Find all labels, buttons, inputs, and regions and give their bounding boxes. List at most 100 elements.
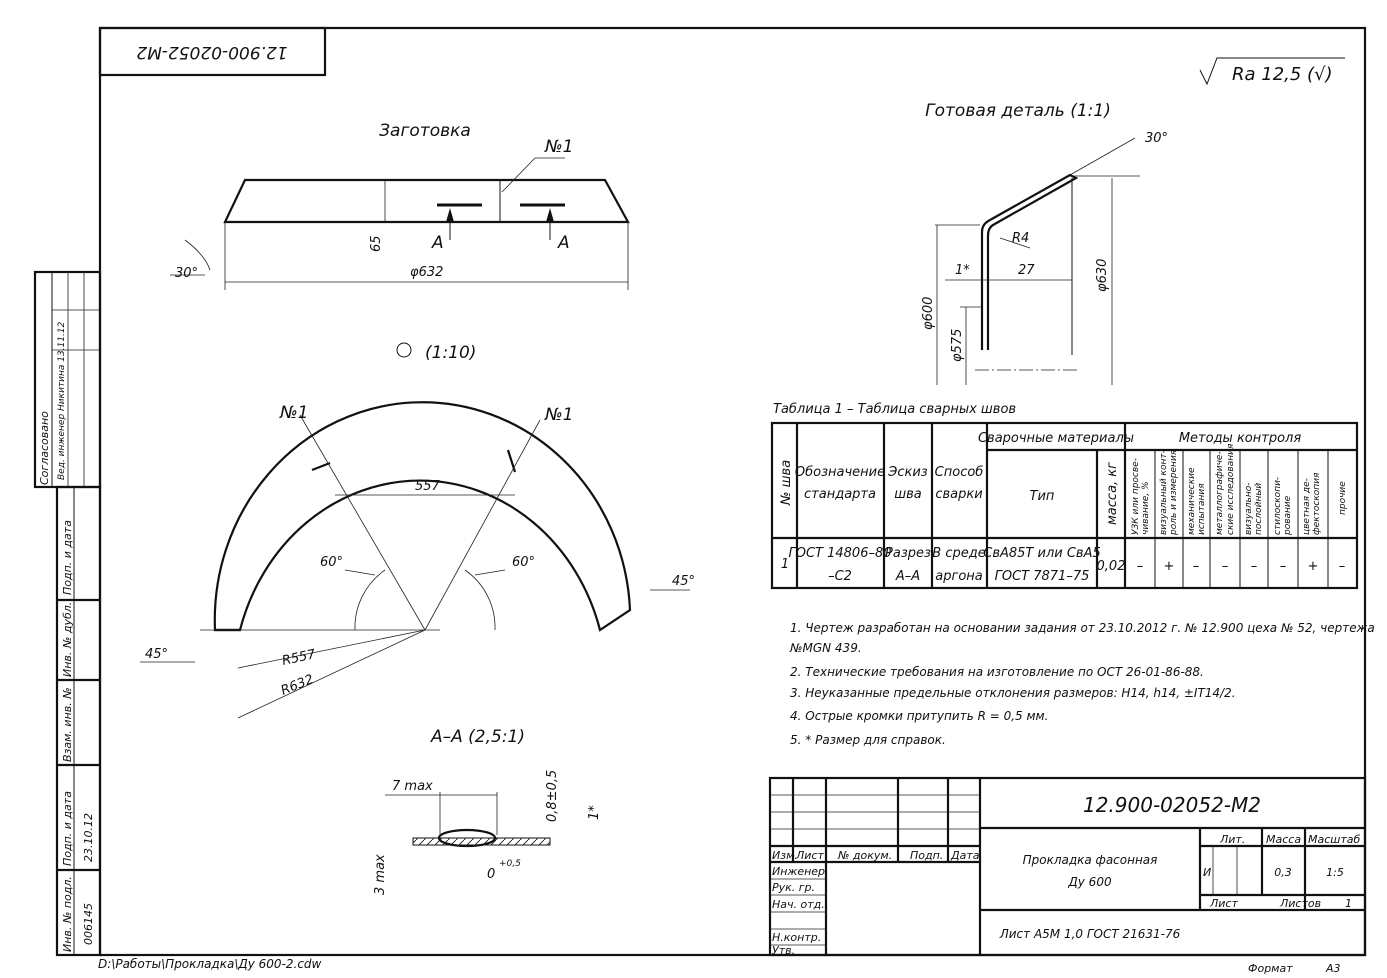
lit-label: Лит.: [1219, 833, 1245, 846]
top-stamp: 12.900-02052-M2: [98, 26, 327, 77]
cell-control: –: [1222, 559, 1229, 574]
cell-sketch-2: А–А: [895, 569, 920, 584]
cell-mass: 0,02: [1097, 559, 1126, 574]
cm-4b: послойный: [1254, 483, 1264, 535]
blank-diameter-dim: φ632: [410, 265, 443, 280]
scale-label: Масштаб: [1308, 833, 1360, 846]
material: Лист А5М 1,0 ГОСТ 21631-76: [999, 927, 1181, 941]
th-standard: Обозначение: [795, 465, 885, 480]
finished-d600: φ600: [921, 297, 936, 330]
cm-3b: ские исследования: [1226, 443, 1236, 535]
th-method-2: сварки: [935, 487, 982, 502]
role-engineer: Инженер: [772, 865, 825, 878]
scale-value: 1:5: [1326, 866, 1344, 879]
finished-title: Готовая деталь (1:1): [925, 101, 1111, 121]
finished-thickness: 1*: [955, 263, 970, 278]
cell-control: +: [1164, 559, 1175, 574]
blank-view: Заготовка №1 A A 65 φ632 30°: [170, 121, 630, 290]
col-sign: Подп.: [910, 849, 943, 862]
format-label: Формат: [1248, 962, 1293, 975]
finished-d630: φ630: [1095, 259, 1110, 292]
file-path: D:\Работы\Прокладка\Ду 600-2.cdw: [98, 957, 322, 971]
cell-standard-2: –С2: [828, 569, 852, 584]
roughness-text: Ra 12,5 (√): [1232, 64, 1333, 85]
part-name: Прокладка фасонная: [1023, 853, 1158, 867]
cm-1b: роль и измерения: [1169, 449, 1179, 536]
plan-chord-dim: 557: [415, 479, 441, 494]
strip-inv-no-value: 006145: [82, 903, 95, 945]
agreed-label: Согласовано: [38, 411, 51, 485]
plan-radius-outer: R632: [279, 672, 316, 699]
sheets-value: 1: [1345, 897, 1352, 910]
strip-replaced-inv: Взам. инв. №: [61, 687, 74, 762]
finished-d575: φ575: [950, 329, 965, 362]
control-method-headers: УЗК или просве-чивание, % визуальный кон…: [1131, 443, 1348, 536]
sheets-label: Листов: [1279, 897, 1321, 910]
sheet-label: Лист: [1209, 897, 1238, 910]
plan-chamfer-right: 45°: [672, 574, 695, 589]
cell-control: –: [1280, 559, 1287, 574]
plan-title: (1:10): [425, 343, 476, 363]
section-width-max: 7 max: [392, 779, 433, 794]
role-approved: Утв.: [772, 944, 795, 957]
th-no: № шва: [779, 460, 794, 506]
cm-2a: механические: [1187, 467, 1197, 535]
section-thickness: 1*: [587, 805, 602, 820]
note-5: 5. * Размер для справок.: [790, 733, 946, 747]
lit-value: И: [1203, 866, 1211, 879]
cm-5b: рование: [1283, 495, 1293, 536]
th-type: Тип: [1030, 489, 1055, 504]
cm-6a: цветная де-: [1302, 478, 1312, 535]
agreed-row: Вед. инженер Никитина 13.11.12: [57, 321, 67, 480]
section-gap: 0: [487, 867, 495, 882]
th-materials: Сварочные материалы: [978, 431, 1134, 446]
cell-no: 1: [781, 557, 789, 572]
cm-3a: металлографиче-: [1215, 451, 1225, 535]
cell-control: –: [1137, 559, 1144, 574]
plan-radius-inner: R557: [281, 647, 318, 669]
section-gap-tol: +0,5: [499, 859, 521, 869]
title-block: 12.900-02052-M2 Прокладка фасонная Ду 60…: [768, 776, 1367, 975]
finished-part-view: Готовая деталь (1:1) 30° R4 1* 27 φ600 φ…: [921, 101, 1168, 385]
weld-table: Таблица 1 – Таблица сварных швов № шва О…: [770, 402, 1359, 590]
cm-0b: чивание, %: [1141, 481, 1151, 535]
cell-control: –: [1251, 559, 1258, 574]
strip-dup-inv: Инв. № дубл.: [61, 602, 74, 677]
plan-view: (1:10) 557 №1 №1 60° 60° 45° 45° R557 R6…: [140, 342, 695, 719]
th-control: Методы контроля: [1179, 431, 1302, 446]
strip-sign-date-2: Подп. и дата: [61, 791, 74, 866]
note-2: 2. Технические требования на изготовлени…: [790, 665, 1204, 679]
section-mark-a-left: A: [431, 233, 444, 253]
blank-height-dim: 65: [369, 235, 384, 252]
cell-type-2: ГОСТ 7871–75: [995, 569, 1090, 584]
weld-table-caption: Таблица 1 – Таблица сварных швов: [773, 402, 1016, 417]
section-depth-max: 3 max: [373, 854, 388, 895]
note-4: 4. Острые кромки притупить R = 0,5 мм.: [790, 709, 1048, 723]
strip-orig-inv: Инв. № подл.: [61, 876, 74, 952]
strip-sign-date-value: 23.10.12: [82, 813, 95, 862]
cm-7a: прочие: [1338, 481, 1348, 515]
th-sketch: Эскиз: [887, 465, 928, 480]
plan-angle-left: 60°: [320, 555, 343, 570]
cell-method-2: аргона: [935, 569, 983, 584]
section-title: А–А (2,5:1): [430, 727, 525, 747]
roughness-symbol: Ra 12,5 (√): [1199, 57, 1345, 86]
th-standard-2: стандарта: [804, 487, 876, 502]
note-1-cont: №MGN 439.: [789, 641, 862, 655]
mass-value: 0,3: [1274, 866, 1292, 879]
cm-2b: испытания: [1197, 483, 1207, 535]
role-group-head: Рук. гр.: [772, 881, 815, 894]
note-1: 1. Чертеж разработан на основании задани…: [790, 621, 1375, 635]
col-date: Дата: [950, 849, 980, 862]
plan-chamfer-left: 45°: [145, 647, 168, 662]
th-mass: масса, кг: [1105, 462, 1120, 525]
technical-notes: 1. Чертеж разработан на основании задани…: [789, 621, 1375, 747]
cell-control: +: [1308, 559, 1319, 574]
th-method: Способ: [935, 465, 984, 480]
section-a-a: А–А (2,5:1) 7 max 0,8±0,5 1* 0 +0,5 3 ma…: [373, 727, 602, 895]
role-norm-control: Н.контр.: [772, 931, 821, 944]
blank-weld-label: №1: [544, 137, 574, 157]
blank-title: Заготовка: [379, 121, 471, 141]
cell-type: СвА85Т или СвА5: [983, 546, 1101, 561]
